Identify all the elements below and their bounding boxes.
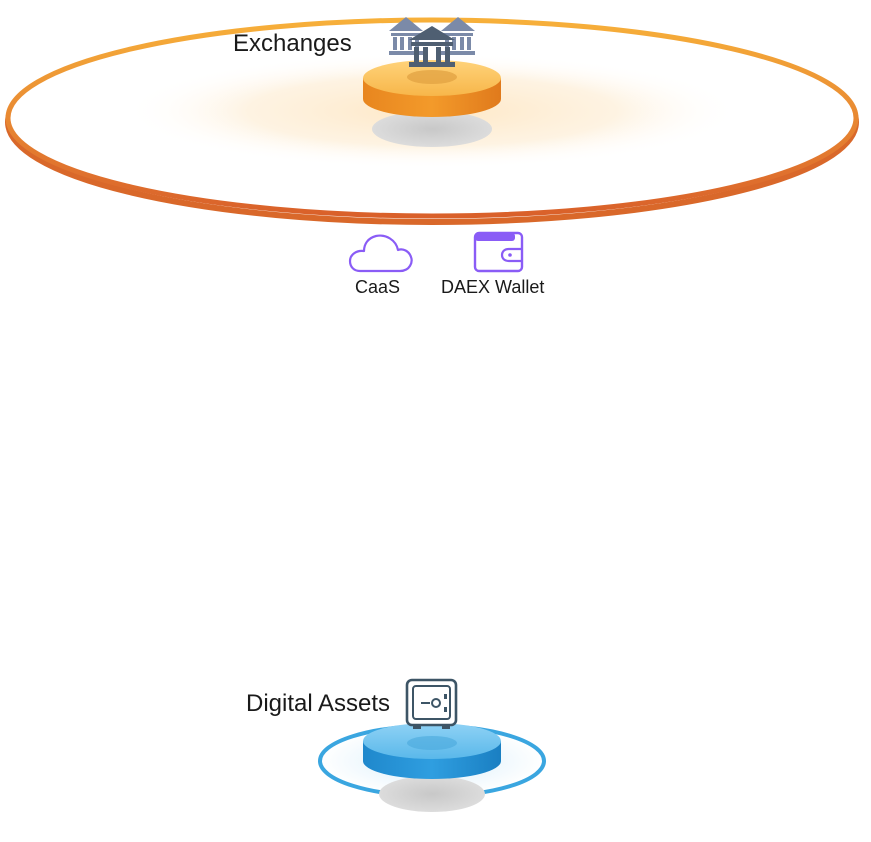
cloud-icon <box>348 234 413 273</box>
digital-assets-disk-center <box>407 736 457 750</box>
exchanges-disk-center <box>407 70 457 84</box>
safe-icon <box>405 678 458 729</box>
exchanges-platform <box>5 17 859 225</box>
exchanges-disk-shadow <box>372 111 492 147</box>
exchanges-label: Exchanges <box>233 30 352 57</box>
daex-wallet-label: DAEX Wallet <box>441 277 545 297</box>
digital-assets-platform <box>318 723 546 812</box>
digital-assets-shadow <box>379 776 485 812</box>
bank-building-icon <box>389 17 475 67</box>
digital-assets-label: Digital Assets <box>246 690 391 717</box>
caas-label: CaaS <box>355 277 401 297</box>
wallet-icon <box>473 231 524 273</box>
